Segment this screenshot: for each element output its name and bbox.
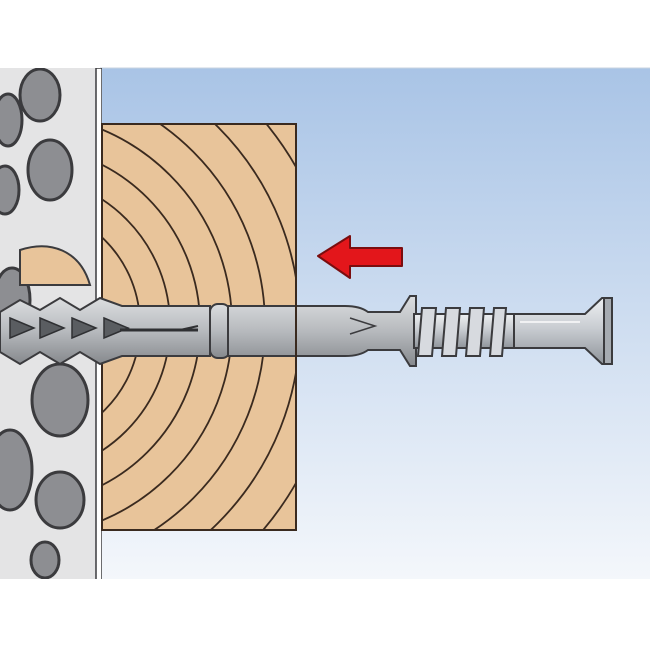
wall-voids [0,68,90,580]
insertion-arrow-icon [317,235,403,279]
nylon-plug [0,295,417,367]
screw-thread [416,307,508,357]
drilled-hole-highlight [19,245,92,286]
plug-barbs [9,316,130,340]
hammer-screw [413,297,613,365]
